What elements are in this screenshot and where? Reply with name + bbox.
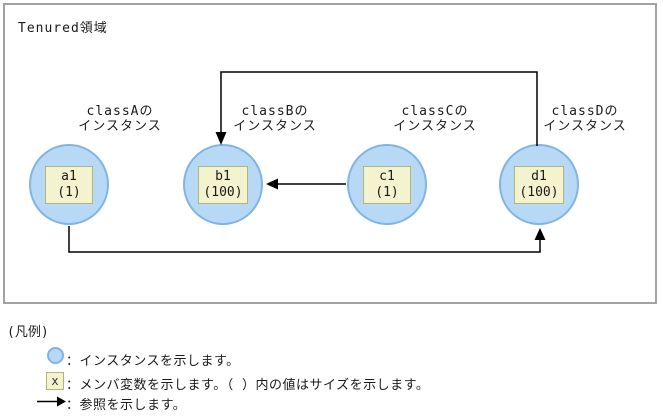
class-label-d-line2: インスタンス [543,119,627,134]
instance-d1-circle: d1 (100) [499,144,579,225]
member-variable-size-d1: (100) [519,184,559,200]
member-variable-size-c1: (1) [375,184,399,200]
instance-b1-circle: b1 (100) [183,144,263,225]
class-label-c-line2: インスタンス [393,119,477,134]
member-variable-box-c1: c1 (1) [363,165,411,204]
class-label-d: classDの インスタンス [510,104,660,134]
class-label-b-line2: インスタンス [233,119,317,134]
instance-a1-circle: a1 (1) [29,144,109,225]
class-label-c-line1: classCの [401,104,469,119]
member-variable-name-a1: a1 [61,168,77,184]
member-variable-name-b1: b1 [215,168,231,184]
class-label-a: classAの インスタンス [45,104,195,134]
class-label-d-line1: classDの [551,104,619,119]
instance-c1-circle: c1 (1) [347,144,427,225]
class-label-c: classCの インスタンス [360,104,510,134]
class-label-b-line1: classBの [241,104,309,119]
reference-arrow-icon [37,396,66,407]
member-variable-name-c1: c1 [379,168,395,184]
member-variable-size-b1: (100) [203,184,243,200]
class-label-a-line1: classAの [86,104,154,119]
instance-circle-icon [47,347,64,364]
member-variable-name-d1: d1 [531,168,547,184]
member-variable-size-a1: (1) [57,184,81,200]
region-label: Tenured領域 [18,21,108,36]
member-variable-box-icon: x [46,372,64,390]
legend-item-instance-text: ：インスタンスを示します。 [66,354,240,369]
legend-item-reference-text: ：参照を示します。 [66,398,187,413]
legend-item-member-variable-text: ：メンバ変数を示します。（ ）内の値はサイズを示します。 [66,378,430,393]
class-label-b: classBの インスタンス [200,104,350,134]
member-variable-box-a1: a1 (1) [45,165,93,204]
member-variable-box-d1: d1 (100) [514,165,564,204]
legend-title: (凡例) [7,325,49,340]
class-label-a-line2: インスタンス [78,119,162,134]
member-variable-box-b1: b1 (100) [198,165,248,204]
